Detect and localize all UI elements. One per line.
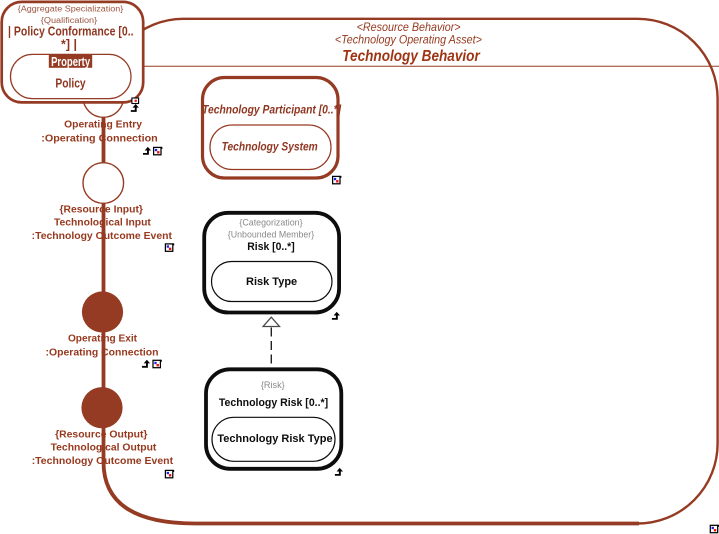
svg-text:Technology Risk [0..*]: Technology Risk [0..*] xyxy=(219,397,329,409)
svg-text:Technology Behavior: Technology Behavior xyxy=(342,48,480,65)
svg-text:*] |: *] | xyxy=(61,37,77,51)
svg-text:{Resource Output}: {Resource Output} xyxy=(55,428,147,440)
svg-text::Technology Outcome Event: :Technology Outcome Event xyxy=(32,230,173,242)
svg-text:{Resource Input}: {Resource Input} xyxy=(59,203,143,215)
svg-text:Risk [0..*]: Risk [0..*] xyxy=(247,241,295,253)
svg-text:Technology Participant [0..*]: Technology Participant [0..*] xyxy=(202,104,342,116)
svg-text:Policy: Policy xyxy=(55,77,85,91)
svg-text:Technological Output: Technological Output xyxy=(51,442,157,454)
svg-text::Operating Connection: :Operating Connection xyxy=(41,132,158,144)
svg-text:{Aggregate Specialization}: {Aggregate Specialization} xyxy=(18,5,124,14)
svg-text:Risk Type: Risk Type xyxy=(246,276,297,288)
svg-text:| Policy Conformance [0..: | Policy Conformance [0.. xyxy=(8,25,134,39)
svg-text:<Technology Operating Asset>: <Technology Operating Asset> xyxy=(335,33,482,47)
svg-text:{Unbounded Member}: {Unbounded Member} xyxy=(228,230,314,241)
svg-text:{Risk}: {Risk} xyxy=(261,380,285,391)
svg-text:{Qualification}: {Qualification} xyxy=(41,16,98,25)
svg-text:Operating Entry: Operating Entry xyxy=(64,119,142,131)
svg-text::Technology Outcome Event: :Technology Outcome Event xyxy=(32,455,174,467)
svg-text:<Resource Behavior>: <Resource Behavior> xyxy=(357,20,461,34)
svg-text:Technology System: Technology System xyxy=(222,141,318,153)
svg-text:Technological Input: Technological Input xyxy=(54,217,151,229)
svg-text:{Categorization}: {Categorization} xyxy=(239,218,302,229)
svg-text:Technology Risk Type: Technology Risk Type xyxy=(217,433,332,445)
svg-text:Operating Exit: Operating Exit xyxy=(68,333,138,345)
svg-text:Property: Property xyxy=(51,55,90,69)
svg-text::Operating Connection: :Operating Connection xyxy=(46,347,159,359)
